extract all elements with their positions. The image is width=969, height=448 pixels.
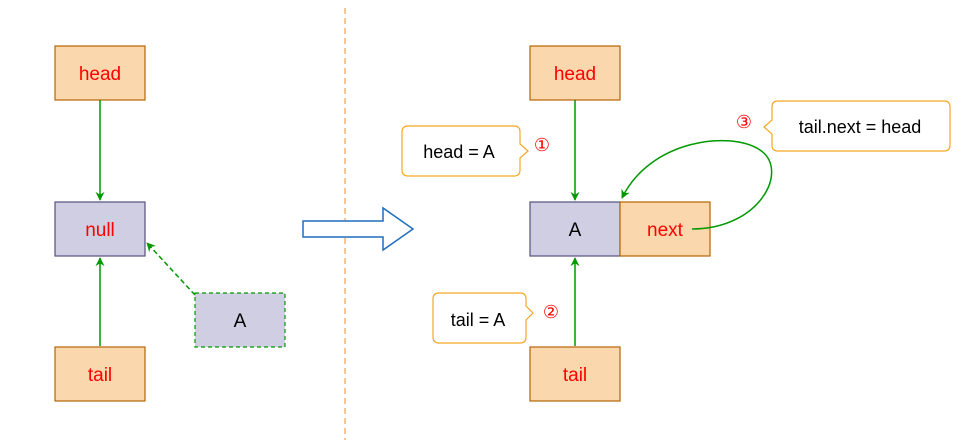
before-new-node: A — [194, 292, 286, 348]
before-new-node-label: A — [234, 311, 247, 332]
before-null-node: null — [54, 201, 146, 257]
after-node-next-label: next — [647, 220, 684, 241]
before-head-label: head — [79, 64, 121, 85]
after-node-value-cell: A — [529, 201, 621, 257]
callout-step1: head = A ① — [401, 125, 550, 177]
before-null-label: null — [85, 220, 115, 241]
after-state: head A next tail head = A ① — [401, 45, 951, 402]
callout-step1-text: head = A — [423, 142, 495, 162]
callout-step2: tail = A ② — [432, 292, 559, 344]
before-tail-node: tail — [54, 346, 146, 402]
before-head-node: head — [54, 45, 146, 101]
after-head-node: head — [529, 45, 621, 101]
before-tail-label: tail — [88, 365, 112, 386]
callout-step3-text: tail.next = head — [799, 117, 922, 137]
callout-step2-marker: ② — [543, 302, 559, 323]
before-state: head null tail A — [54, 45, 286, 402]
callout-step3: tail.next = head ③ — [736, 100, 951, 152]
after-node-value-label: A — [569, 220, 582, 241]
callout-step1-marker: ① — [534, 135, 550, 156]
callout-step3-marker: ③ — [736, 112, 752, 133]
callout-step2-bubble — [432, 292, 534, 344]
after-tail-node: tail — [529, 346, 621, 402]
after-next-loop-arrow — [621, 139, 773, 230]
callout-step3-bubble — [763, 100, 951, 152]
before-new-node-to-null-arrow — [146, 242, 196, 296]
after-head-label: head — [554, 64, 596, 85]
after-tail-label: tail — [563, 365, 587, 386]
transition-arrow-icon — [302, 206, 415, 252]
callout-step2-text: tail = A — [451, 310, 506, 330]
callout-step1-bubble — [401, 125, 529, 177]
